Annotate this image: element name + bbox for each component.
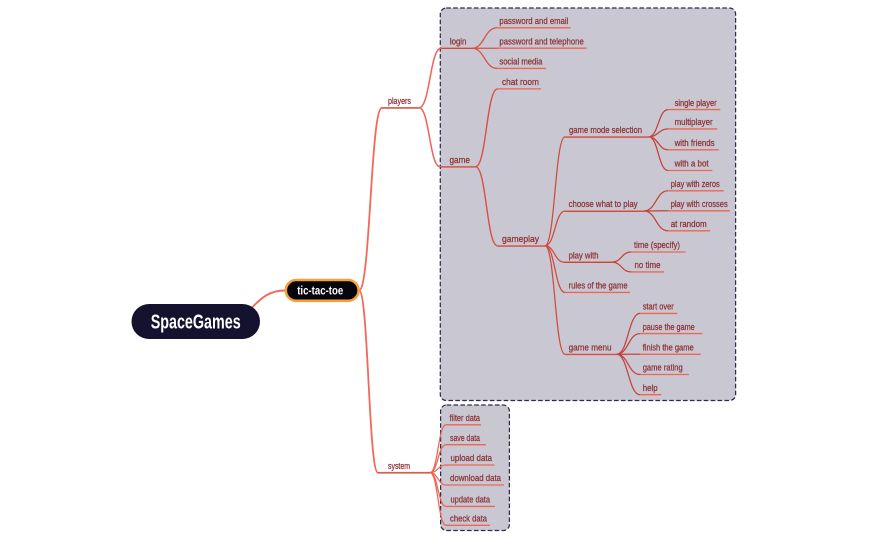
svg-text:password and email: password and email [499, 16, 568, 26]
svg-text:pause the game: pause the game [643, 322, 695, 332]
svg-text:with a bot: with a bot [674, 159, 709, 169]
svg-text:download data: download data [450, 473, 501, 483]
svg-text:login: login [450, 36, 467, 46]
svg-text:game: game [450, 155, 471, 165]
svg-text:filter data: filter data [450, 413, 481, 423]
svg-text:at random: at random [671, 219, 707, 229]
svg-text:time (specify): time (specify) [634, 240, 680, 250]
svg-text:gameplay: gameplay [502, 234, 540, 244]
svg-text:game mode selection: game mode selection [569, 125, 642, 135]
svg-text:players: players [388, 96, 411, 106]
svg-text:with friends: with friends [674, 138, 715, 148]
svg-text:social media: social media [499, 57, 542, 67]
svg-text:upload data: upload data [451, 453, 493, 463]
svg-text:play with crosses: play with crosses [671, 199, 729, 209]
svg-text:game rating: game rating [643, 363, 683, 373]
svg-text:save data: save data [450, 433, 480, 443]
svg-text:start over: start over [643, 302, 674, 312]
svg-text:no time: no time [635, 260, 661, 270]
svg-text:rules of the game: rules of the game [569, 281, 628, 291]
svg-text:chat room: chat room [502, 77, 539, 87]
svg-text:play with: play with [569, 250, 599, 260]
svg-text:game menu: game menu [569, 343, 612, 353]
svg-text:help: help [643, 383, 658, 393]
svg-text:check data: check data [450, 514, 487, 524]
svg-text:SpaceGames: SpaceGames [151, 311, 241, 334]
svg-text:finish the game: finish the game [643, 343, 694, 353]
svg-text:password and telephone: password and telephone [499, 36, 583, 46]
svg-text:tic-tac-toe: tic-tac-toe [297, 285, 343, 297]
svg-text:multiplayer: multiplayer [675, 117, 713, 127]
svg-text:system: system [388, 461, 410, 471]
svg-text:single player: single player [675, 98, 717, 108]
svg-text:play with zeros: play with zeros [671, 179, 721, 189]
svg-text:choose what to play: choose what to play [569, 199, 639, 209]
svg-text:update data: update data [451, 495, 491, 505]
